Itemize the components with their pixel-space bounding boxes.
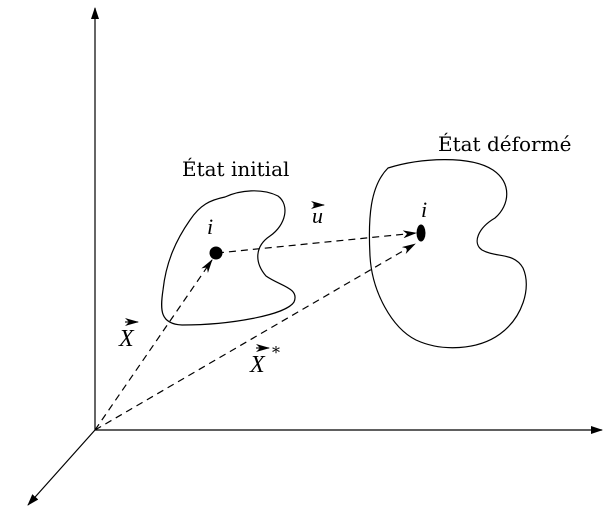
deformed-body-outline [368, 159, 527, 349]
point-deformed-label: i [421, 197, 427, 222]
deformed-state-label: État déformé [438, 132, 571, 156]
position-deformed-label: X * [249, 343, 280, 378]
point-deformed-dot [416, 224, 426, 242]
vector-x [94, 259, 213, 431]
initial-body-outline [161, 190, 296, 326]
displacement-letter: u [312, 203, 323, 228]
vectors [94, 230, 417, 431]
position-deformed-superscript: * [272, 343, 280, 362]
vector-u [216, 230, 417, 254]
point-initial-dot [209, 246, 223, 260]
point-initial-label: i [207, 214, 213, 239]
axis-diagonal [27, 429, 96, 506]
position-initial-letter: X [118, 326, 135, 352]
initial-state-label: État initial [182, 157, 289, 181]
position-deformed-letter: X [249, 352, 266, 378]
displacement-label: u [311, 201, 325, 228]
coordinate-axes [27, 7, 603, 506]
vector-x-star [94, 243, 416, 431]
position-initial-label: X [118, 318, 139, 352]
